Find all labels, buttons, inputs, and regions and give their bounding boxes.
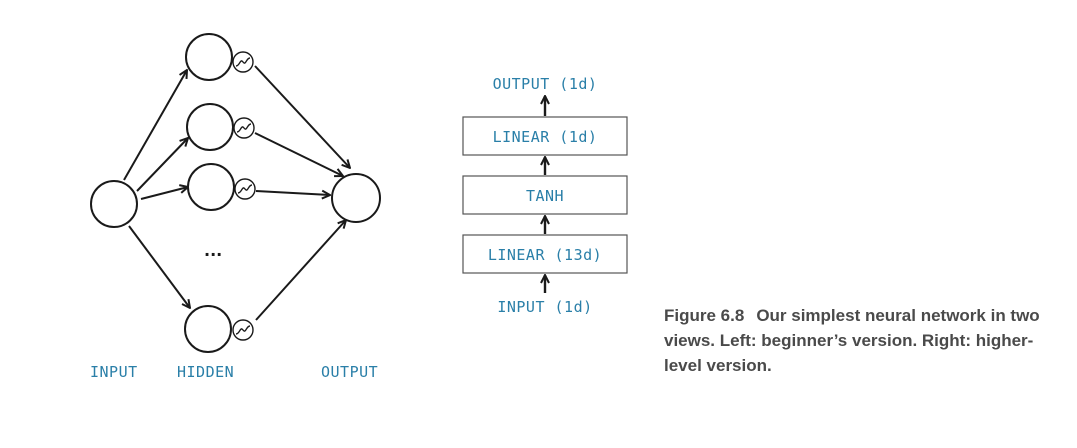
hidden-node-4	[184, 305, 232, 353]
hidden-node-1	[185, 33, 233, 81]
edge-hidden-output-4	[255, 220, 346, 321]
tanh-icon	[234, 178, 256, 200]
input-label: INPUT	[90, 363, 138, 381]
edge-hidden-output-2	[254, 132, 343, 176]
output-node	[331, 173, 381, 223]
hidden-label: HIDDEN	[177, 363, 234, 381]
edge-input-hidden-4	[128, 225, 190, 308]
edge-hidden-output-1	[254, 65, 350, 168]
linear-13d-block	[462, 234, 628, 274]
right-stack: OUTPUT (1d) LINEAR (1d) TANH LINEAR (13d…	[462, 75, 628, 316]
left-network	[90, 33, 381, 353]
edge-input-hidden-3	[140, 187, 188, 200]
linear-1d-label: LINEAR (1d)	[493, 128, 598, 146]
linear-1d-block	[462, 116, 628, 156]
tanh-icon	[232, 51, 254, 73]
hidden-node-3	[187, 163, 235, 211]
tanh-icon	[233, 117, 255, 139]
edge-input-hidden-2	[136, 138, 188, 192]
tanh-icon	[232, 319, 254, 341]
output-label: OUTPUT	[321, 363, 378, 381]
tanh-block	[462, 175, 628, 215]
edge-input-hidden-1	[123, 70, 187, 181]
hidden-ellipsis: ...	[204, 241, 222, 260]
linear-13d-label: LINEAR (13d)	[488, 246, 602, 264]
tanh-label: TANH	[526, 187, 564, 205]
stack-input-label: INPUT (1d)	[497, 298, 592, 316]
edge-hidden-output-3	[255, 191, 330, 195]
hidden-node-2	[186, 103, 234, 151]
figure-caption-text: Our simplest neural network in two views…	[664, 306, 1040, 375]
figure-label: Figure 6.8	[664, 306, 745, 325]
stack-output-label: OUTPUT (1d)	[493, 75, 598, 93]
activation-icons	[232, 51, 256, 341]
input-node	[90, 180, 138, 228]
